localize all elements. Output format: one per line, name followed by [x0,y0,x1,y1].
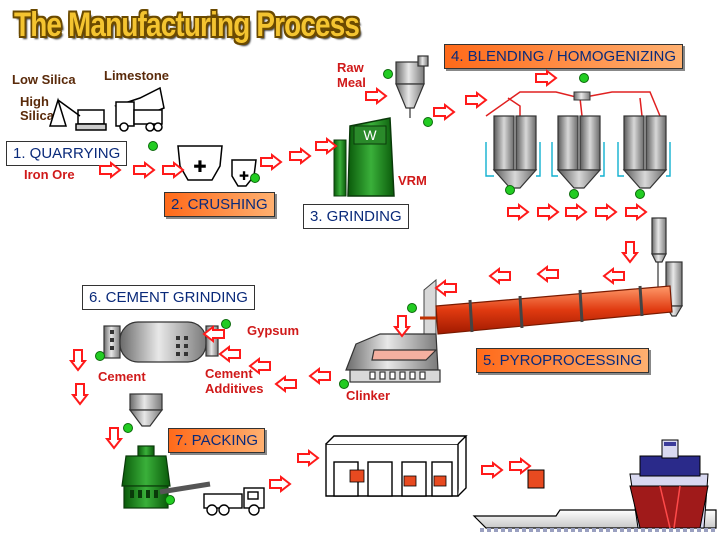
flow-arrow-icon [565,202,588,222]
flow-arrow-icon [507,202,530,222]
step-cement-grinding: 6. CEMENT GRINDING [82,285,255,310]
label-gypsum: Gypsum [247,323,300,338]
cyclone-icon [395,55,429,118]
blending-silos-group [485,91,671,189]
flow-arrow-icon [434,278,457,298]
step-crushing: 2. CRUSHING [164,192,275,217]
label-cement: Cement [98,369,146,384]
flow-arrow-icon [133,160,156,180]
warehouse-icon [325,435,468,497]
flow-arrow-icon [274,374,297,394]
vertical-roller-mill-icon: W [333,117,395,197]
flow-arrow-icon [104,427,124,450]
clinker-cooler-icon [345,333,441,383]
svg-text:✚: ✚ [239,169,249,183]
flow-node-icon [407,303,417,313]
flow-arrow-icon [68,349,88,372]
flow-node-icon [123,423,133,433]
label-clinker: Clinker [346,388,391,403]
flow-arrow-icon [365,86,388,106]
label-vrm: VRM [398,173,427,188]
flow-arrow-icon [595,202,618,222]
step-quarrying: 1. QUARRYING [6,141,128,166]
dump-truck-icon [114,86,165,132]
label-high-silica-line2: Silica [20,108,54,123]
flow-arrow-icon [433,102,456,122]
flow-arrow-icon [260,152,283,172]
flow-arrow-icon [99,160,122,180]
crusher-large-icon: ✚ [177,145,223,181]
step-packing: 7. PACKING [168,428,266,453]
step-grinding: 3. GRINDING [303,204,409,229]
flow-node-icon [221,319,231,329]
flow-arrow-icon [509,456,532,476]
svg-text:W: W [363,127,377,143]
flow-arrow-icon [536,264,559,284]
label-limestone: Limestone [104,68,170,83]
flow-arrow-icon [289,146,312,166]
flow-node-icon [635,189,645,199]
flow-arrow-icon [218,344,241,364]
label-low-silica: Low Silica [12,72,76,87]
flow-arrow-icon [625,202,648,222]
flow-node-icon [250,173,260,183]
cement-truck-icon [203,487,265,516]
flow-arrow-icon [202,324,225,344]
flow-arrow-icon [620,241,640,264]
flow-arrow-icon [162,160,185,180]
cargo-ship-icon [472,439,717,532]
flow-arrow-icon [315,136,338,156]
flow-arrow-icon [537,202,560,222]
label-raw-meal-line1: Raw [337,60,364,75]
page-title: The Manufacturing Process [14,6,360,44]
excavator-icon [48,97,107,131]
flow-arrow-icon [308,366,331,386]
flow-arrow-icon [481,460,504,480]
flow-arrow-icon [269,474,292,494]
svg-text:✚: ✚ [193,159,206,176]
flow-arrow-icon [535,68,558,88]
flow-arrow-icon [297,448,320,468]
flow-node-icon [95,351,105,361]
label-raw-meal-line2: Meal [337,75,366,90]
flow-arrow-icon [248,356,271,376]
flow-node-icon [148,141,158,151]
flow-node-icon [505,185,515,195]
flow-node-icon [165,495,175,505]
label-high-silica-line1: High [20,94,49,109]
rotary-kiln-icon [420,278,673,347]
step-pyroprocessing: 5. PYROPROCESSING [476,348,650,373]
cargo-pallet-icon [527,469,545,489]
flow-node-icon [579,73,589,83]
label-iron-ore: Iron Ore [24,167,75,182]
flow-arrows [68,68,648,494]
label-cement-additives-line2: Additives [205,381,264,396]
crusher-small-icon: ✚ [231,159,257,187]
cement-mill-icon [103,321,219,363]
flow-arrow-icon [465,90,488,110]
flow-arrow-icon [70,383,90,406]
flow-arrow-icon [488,266,511,286]
flow-node-icon [383,69,393,79]
flow-arrow-icon [602,266,625,286]
flow-nodes [95,69,645,505]
flow-node-icon [423,117,433,127]
flow-arrow-icon [392,315,412,338]
flow-node-icon [339,379,349,389]
flow-node-icon [569,189,579,199]
cement-hopper-icon [128,393,164,427]
label-cement-additives-line1: Cement [205,366,253,381]
rotary-packer-icon [121,445,211,509]
step-blending: 4. BLENDING / HOMOGENIZING [444,44,684,69]
